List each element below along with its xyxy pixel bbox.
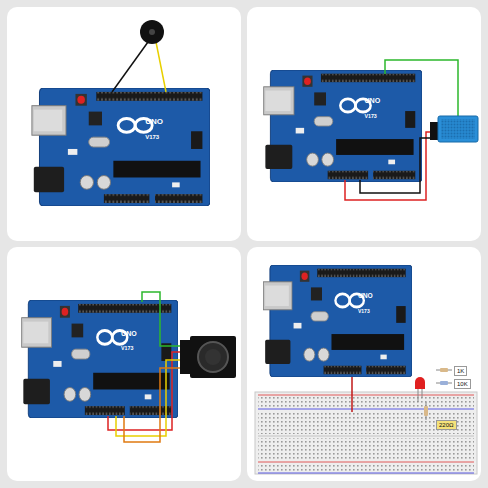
arduino-board <box>22 300 178 418</box>
panel <box>7 247 241 481</box>
board-logo: UNO <box>364 98 380 105</box>
board-logo: UNO <box>145 118 163 126</box>
sensor-module <box>345 60 478 200</box>
arduino-board <box>264 70 422 182</box>
panel <box>247 247 481 481</box>
arduino-board <box>32 88 210 206</box>
led-circuit <box>352 368 452 420</box>
resistor-value: 220Ω <box>436 420 457 430</box>
buzzer <box>112 20 166 92</box>
resistor-value: 1K <box>454 366 467 376</box>
board-logo: UNO <box>121 330 137 337</box>
board-version: V173 <box>364 114 376 119</box>
arduino-board <box>264 265 412 377</box>
breadboard <box>255 392 477 474</box>
joystick-module <box>108 292 236 442</box>
resistor-value: 10K <box>454 379 471 389</box>
board-version: V173 <box>145 134 159 140</box>
board-logo: UNO <box>358 293 373 300</box>
panel <box>247 7 481 241</box>
board-version: V173 <box>358 309 370 314</box>
panel <box>7 7 241 241</box>
board-version: V173 <box>121 346 133 351</box>
